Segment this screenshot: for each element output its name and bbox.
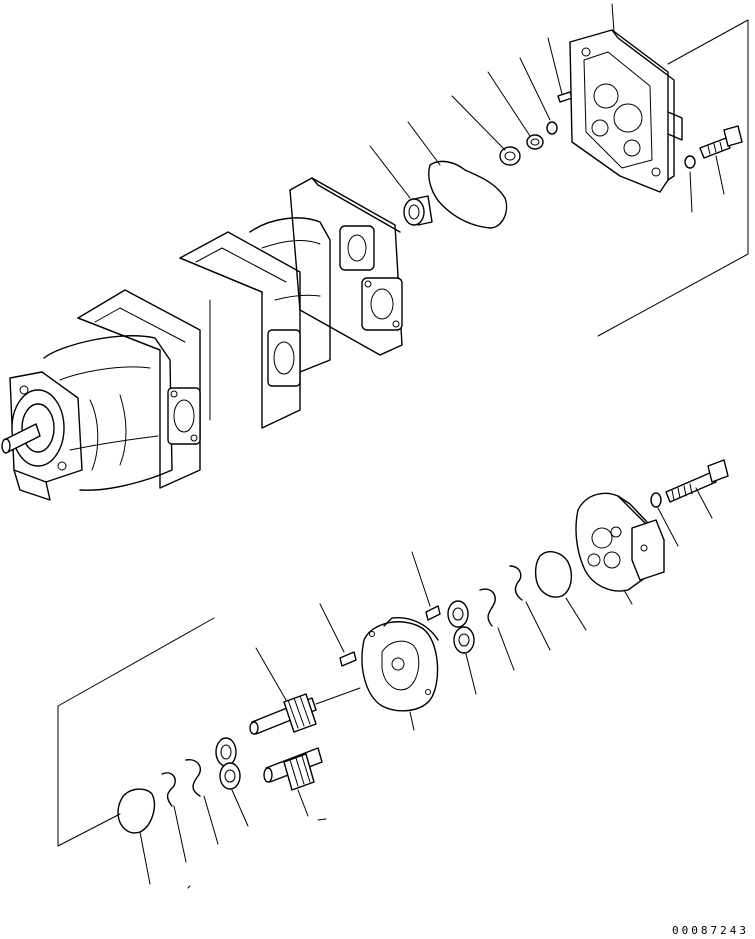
end-cover-plate — [569, 29, 683, 193]
wear-plate — [447, 600, 475, 654]
drawing-number: 00087243 — [672, 924, 749, 937]
o-ring-cover — [117, 788, 156, 834]
front-housing — [43, 335, 173, 491]
rear-cover — [289, 177, 403, 356]
housing-section-2 — [179, 231, 301, 429]
o-ring-small — [546, 121, 558, 135]
bushing-pair-lower — [215, 737, 241, 790]
leader-lines — [57, 3, 749, 889]
bushing — [403, 195, 433, 226]
bolt-lower — [665, 459, 729, 503]
pump-assembly — [1, 177, 403, 501]
snap-ring-3 — [509, 565, 523, 601]
washer-upper — [684, 155, 696, 169]
drive-gear — [249, 687, 361, 735]
bolt-upper — [699, 125, 743, 159]
housing-section-1 — [77, 289, 201, 489]
gasket — [428, 160, 508, 229]
rear-end-cover — [575, 492, 665, 592]
dowel-pin-lower — [425, 605, 441, 621]
dowel-pin — [557, 91, 573, 103]
washer-lower — [650, 492, 662, 508]
o-ring-large — [534, 551, 573, 598]
drive-shaft — [1, 423, 41, 454]
seal-ring-pair — [499, 134, 544, 166]
driven-gear — [263, 747, 323, 791]
snap-ring-1 — [161, 772, 176, 807]
snap-ring-2 — [185, 759, 202, 797]
backup-ring — [479, 588, 496, 627]
pin-lower — [339, 651, 357, 667]
gear-housing-body — [361, 617, 439, 712]
